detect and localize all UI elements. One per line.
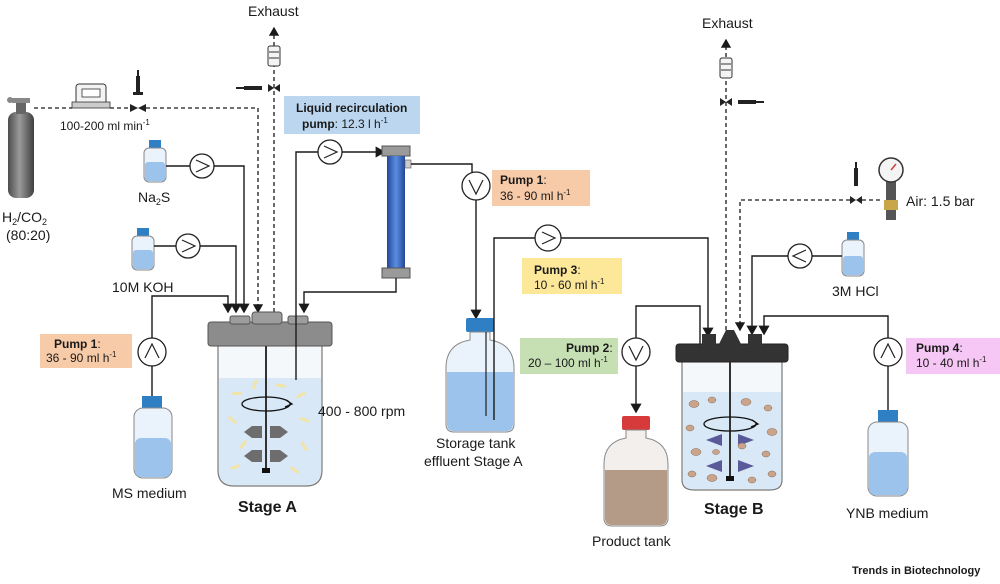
pump1-stage-b-pump-icon — [461, 171, 491, 201]
pump2-box: Pump 2: 20 – 100 ml h-1 — [520, 338, 618, 374]
na2s-line — [166, 165, 244, 312]
exhaust-b-label: Exhaust — [702, 15, 753, 31]
ms-medium-label: MS medium — [112, 485, 187, 501]
svg-text:10 - 60 ml h-1: 10 - 60 ml h-1 — [534, 277, 605, 292]
svg-text:Liquid recirculation: Liquid recirculation — [296, 101, 407, 115]
svg-text:10 - 40 ml h-1: 10 - 40 ml h-1 — [916, 355, 987, 370]
svg-text:20 – 100 ml h-1: 20 – 100 ml h-1 — [528, 355, 608, 370]
sampling-syringe-icon — [133, 70, 143, 95]
column-overflow-line — [411, 163, 473, 172]
svg-text:H2/CO2: H2/CO2 — [2, 209, 47, 227]
svg-text:Pump 1:: Pump 1: — [54, 337, 101, 351]
flow-rate-label: 100-200 ml min-1 — [60, 118, 150, 133]
recirculation-return-line — [298, 278, 397, 314]
stage-b-title: Stage B — [704, 501, 764, 518]
exhaust-a-syringe-icon — [236, 86, 262, 90]
mass-flow-controller — [71, 83, 111, 109]
ynb-medium-label: YNB medium — [846, 505, 928, 521]
gas-label: H2/CO2 (80:20) — [2, 209, 50, 243]
pump3-icon — [534, 224, 562, 252]
svg-text:Pump 1:: Pump 1: — [500, 173, 547, 187]
air-valve-icon — [850, 196, 862, 204]
koh-bottle — [131, 228, 155, 271]
stirrer-speed-label: 400 - 800 rpm — [318, 403, 405, 419]
stage-a-reactor — [207, 311, 333, 487]
pump3-line — [493, 237, 708, 420]
exhaust-b-valve-icon — [720, 98, 732, 106]
air-feed-line — [734, 199, 850, 332]
koh-line — [154, 245, 236, 312]
ynb-line — [764, 315, 889, 410]
hcl-bottle — [841, 232, 865, 277]
product-tank — [603, 416, 669, 527]
recirculation-out-line — [295, 152, 384, 380]
pump1-stage-a-box: Pump 1: 36 - 90 ml h-1 — [40, 334, 132, 368]
ms-pump-icon — [137, 337, 167, 367]
pump4-icon — [873, 337, 903, 367]
exhaust-b-filter-icon — [719, 57, 733, 79]
gas-cylinder — [7, 97, 34, 198]
pump2-icon — [621, 337, 651, 367]
svg-text:Pump 4:: Pump 4: — [916, 341, 963, 355]
svg-text:36 - 90 ml h-1: 36 - 90 ml h-1 — [46, 350, 117, 365]
svg-text:(80:20): (80:20) — [6, 227, 50, 243]
gas-feed-line — [34, 107, 258, 312]
air-label: Air: 1.5 bar — [906, 193, 975, 209]
stage-a-title: Stage A — [238, 499, 297, 516]
ms-line — [151, 295, 228, 396]
pump4-box: Pump 4: 10 - 40 ml h-1 — [906, 338, 1000, 374]
storage-tank-label-2: effluent Stage A — [424, 453, 523, 469]
exhaust-a-filter-icon — [267, 45, 281, 67]
recirculation-box: Liquid recirculation pump: 12.3 l h-1 — [284, 96, 420, 134]
air-syringe-icon — [854, 162, 858, 186]
pump3-box: Pump 3: 10 - 60 ml h-1 — [522, 258, 622, 294]
na2s-bottle — [143, 140, 167, 183]
svg-text:36 - 90 ml h-1: 36 - 90 ml h-1 — [500, 188, 571, 203]
svg-text:Pump 2:: Pump 2: — [566, 341, 613, 355]
journal-watermark: Trends in Biotechnology — [852, 565, 981, 577]
svg-text:Pump 3:: Pump 3: — [534, 263, 581, 277]
svg-text:pump: 12.3 l h-1: pump: 12.3 l h-1 — [302, 116, 388, 131]
na2s-label: Na2S — [138, 189, 170, 207]
exhaust-b-syringe-icon — [738, 100, 764, 104]
pump1-storage-box: Pump 1: 36 - 90 ml h-1 — [492, 170, 590, 206]
storage-tank — [445, 318, 515, 433]
product-tank-label: Product tank — [592, 533, 672, 549]
pressure-gauge-icon — [878, 157, 904, 220]
hcl-line — [752, 255, 842, 334]
hcl-label: 3M HCl — [832, 283, 879, 299]
ms-medium-bottle — [133, 396, 173, 479]
recirculation-column — [381, 145, 412, 279]
ynb-medium-bottle — [867, 410, 909, 497]
exhaust-a-label: Exhaust — [248, 3, 299, 19]
exhaust-a-valve-icon — [268, 84, 280, 92]
storage-tank-label-1: Storage tank — [436, 435, 516, 451]
koh-label: 10M KOH — [112, 279, 173, 295]
stage-b-reactor — [675, 330, 789, 491]
gas-valve-icon — [130, 104, 146, 112]
